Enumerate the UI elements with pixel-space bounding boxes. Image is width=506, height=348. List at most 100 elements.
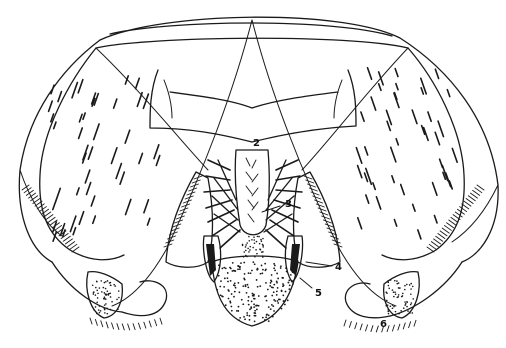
stipple-dot: [219, 286, 221, 288]
comb-tooth: [434, 239, 441, 244]
bristle: [366, 168, 372, 184]
stipple-dot: [390, 305, 392, 307]
bristle: [394, 93, 399, 108]
stipple-dot: [93, 309, 95, 311]
comb-tooth: [464, 201, 471, 206]
stipple-dot: [116, 299, 118, 301]
comb-tooth: [466, 198, 473, 203]
bristle: [428, 112, 431, 121]
bristle: [91, 196, 95, 206]
left-lateral-lobe: [20, 48, 208, 316]
stipple-dot: [107, 290, 109, 292]
stipple-dot: [220, 280, 222, 282]
stipple-dot: [409, 284, 411, 286]
stipple-dot: [252, 295, 254, 297]
stipple-dot: [273, 291, 275, 293]
stipple-dot: [225, 267, 227, 269]
stipple-dot: [247, 300, 249, 302]
stipple-dot: [105, 303, 107, 305]
stipple-dot: [284, 304, 286, 306]
stipple-dot: [224, 277, 226, 279]
stipple-dot: [259, 243, 261, 245]
stipple-dot: [270, 308, 272, 310]
stipple-dot: [228, 298, 230, 300]
right-lateral-lobe: [302, 48, 498, 318]
stipple-dot: [248, 236, 250, 238]
bristle: [83, 145, 88, 160]
stipple-dot: [245, 284, 247, 286]
stipple-dot: [253, 312, 255, 314]
stipple-dot: [243, 316, 245, 318]
stipple-dot: [292, 283, 294, 285]
stipple-dot: [277, 287, 279, 289]
stipple-dot: [237, 282, 239, 284]
stipple-dot: [268, 306, 270, 308]
stipple-dot: [256, 309, 258, 311]
stipple-dot: [258, 236, 260, 238]
bristle: [72, 82, 77, 97]
stipple-dot: [285, 291, 287, 293]
bristle: [125, 130, 130, 143]
label-4: 4: [335, 262, 342, 273]
stipple-dot: [254, 263, 256, 265]
stipple-dot: [239, 291, 241, 293]
comb-tooth: [436, 236, 443, 241]
comb-tooth: [101, 321, 103, 327]
stipple-dot: [104, 304, 106, 306]
stipple-dot: [110, 309, 112, 311]
stipple-dot: [103, 287, 105, 289]
comb-tooth: [308, 184, 316, 187]
stipple-dot: [412, 298, 414, 300]
right-lobe-bristles: [356, 68, 457, 239]
stipple-dot: [281, 308, 283, 310]
bristle: [144, 200, 149, 213]
stipple-dot: [243, 251, 245, 253]
stippled-regions: [92, 236, 414, 323]
stipple-dot: [257, 268, 259, 270]
stipple-dot: [249, 319, 251, 321]
bristle: [54, 122, 56, 129]
stipple-dot: [249, 315, 251, 317]
stipple-dot: [412, 286, 414, 288]
comb-tooth: [403, 323, 405, 329]
stipple-dot: [231, 310, 233, 312]
stipple-dot: [216, 289, 218, 291]
stipple-dot: [272, 305, 274, 307]
stipple-dot: [410, 283, 412, 285]
stipple-dot: [241, 299, 243, 301]
stipple-dot: [246, 312, 248, 314]
comb-tooth: [106, 322, 108, 328]
comb-tooth: [133, 324, 135, 330]
stipple-dot: [273, 310, 275, 312]
stipple-dot: [246, 242, 248, 244]
stipple-dot: [266, 314, 268, 316]
stipple-dot: [249, 308, 251, 310]
stipple-dot: [251, 239, 253, 241]
stipple-dot: [108, 294, 110, 296]
stipple-dot: [398, 294, 400, 296]
stipple-dot: [265, 268, 267, 270]
stipple-dot: [261, 251, 263, 253]
stipple-dot: [227, 281, 229, 283]
stipple-dot: [95, 306, 97, 308]
stipple-dot: [286, 271, 288, 273]
stipple-dot: [266, 300, 268, 302]
stipple-dot: [392, 304, 394, 306]
stipple-dot: [99, 305, 101, 307]
comb-tooth: [442, 228, 449, 233]
stipple-dot: [247, 286, 249, 288]
stipple-dot: [92, 284, 94, 286]
comb-tooth: [444, 225, 451, 230]
stipple-dot: [96, 313, 98, 315]
stipple-dot: [245, 250, 247, 252]
stipple-dot: [110, 296, 112, 298]
stipple-dot: [393, 291, 395, 293]
stipple-dot: [233, 284, 235, 286]
stipple-dot: [269, 285, 271, 287]
stipple-dot: [253, 303, 255, 305]
stipple-dot: [395, 293, 397, 295]
bristle: [49, 101, 53, 111]
stipple-dot: [261, 265, 263, 267]
bristle: [55, 188, 60, 202]
stipple-dot: [271, 274, 273, 276]
